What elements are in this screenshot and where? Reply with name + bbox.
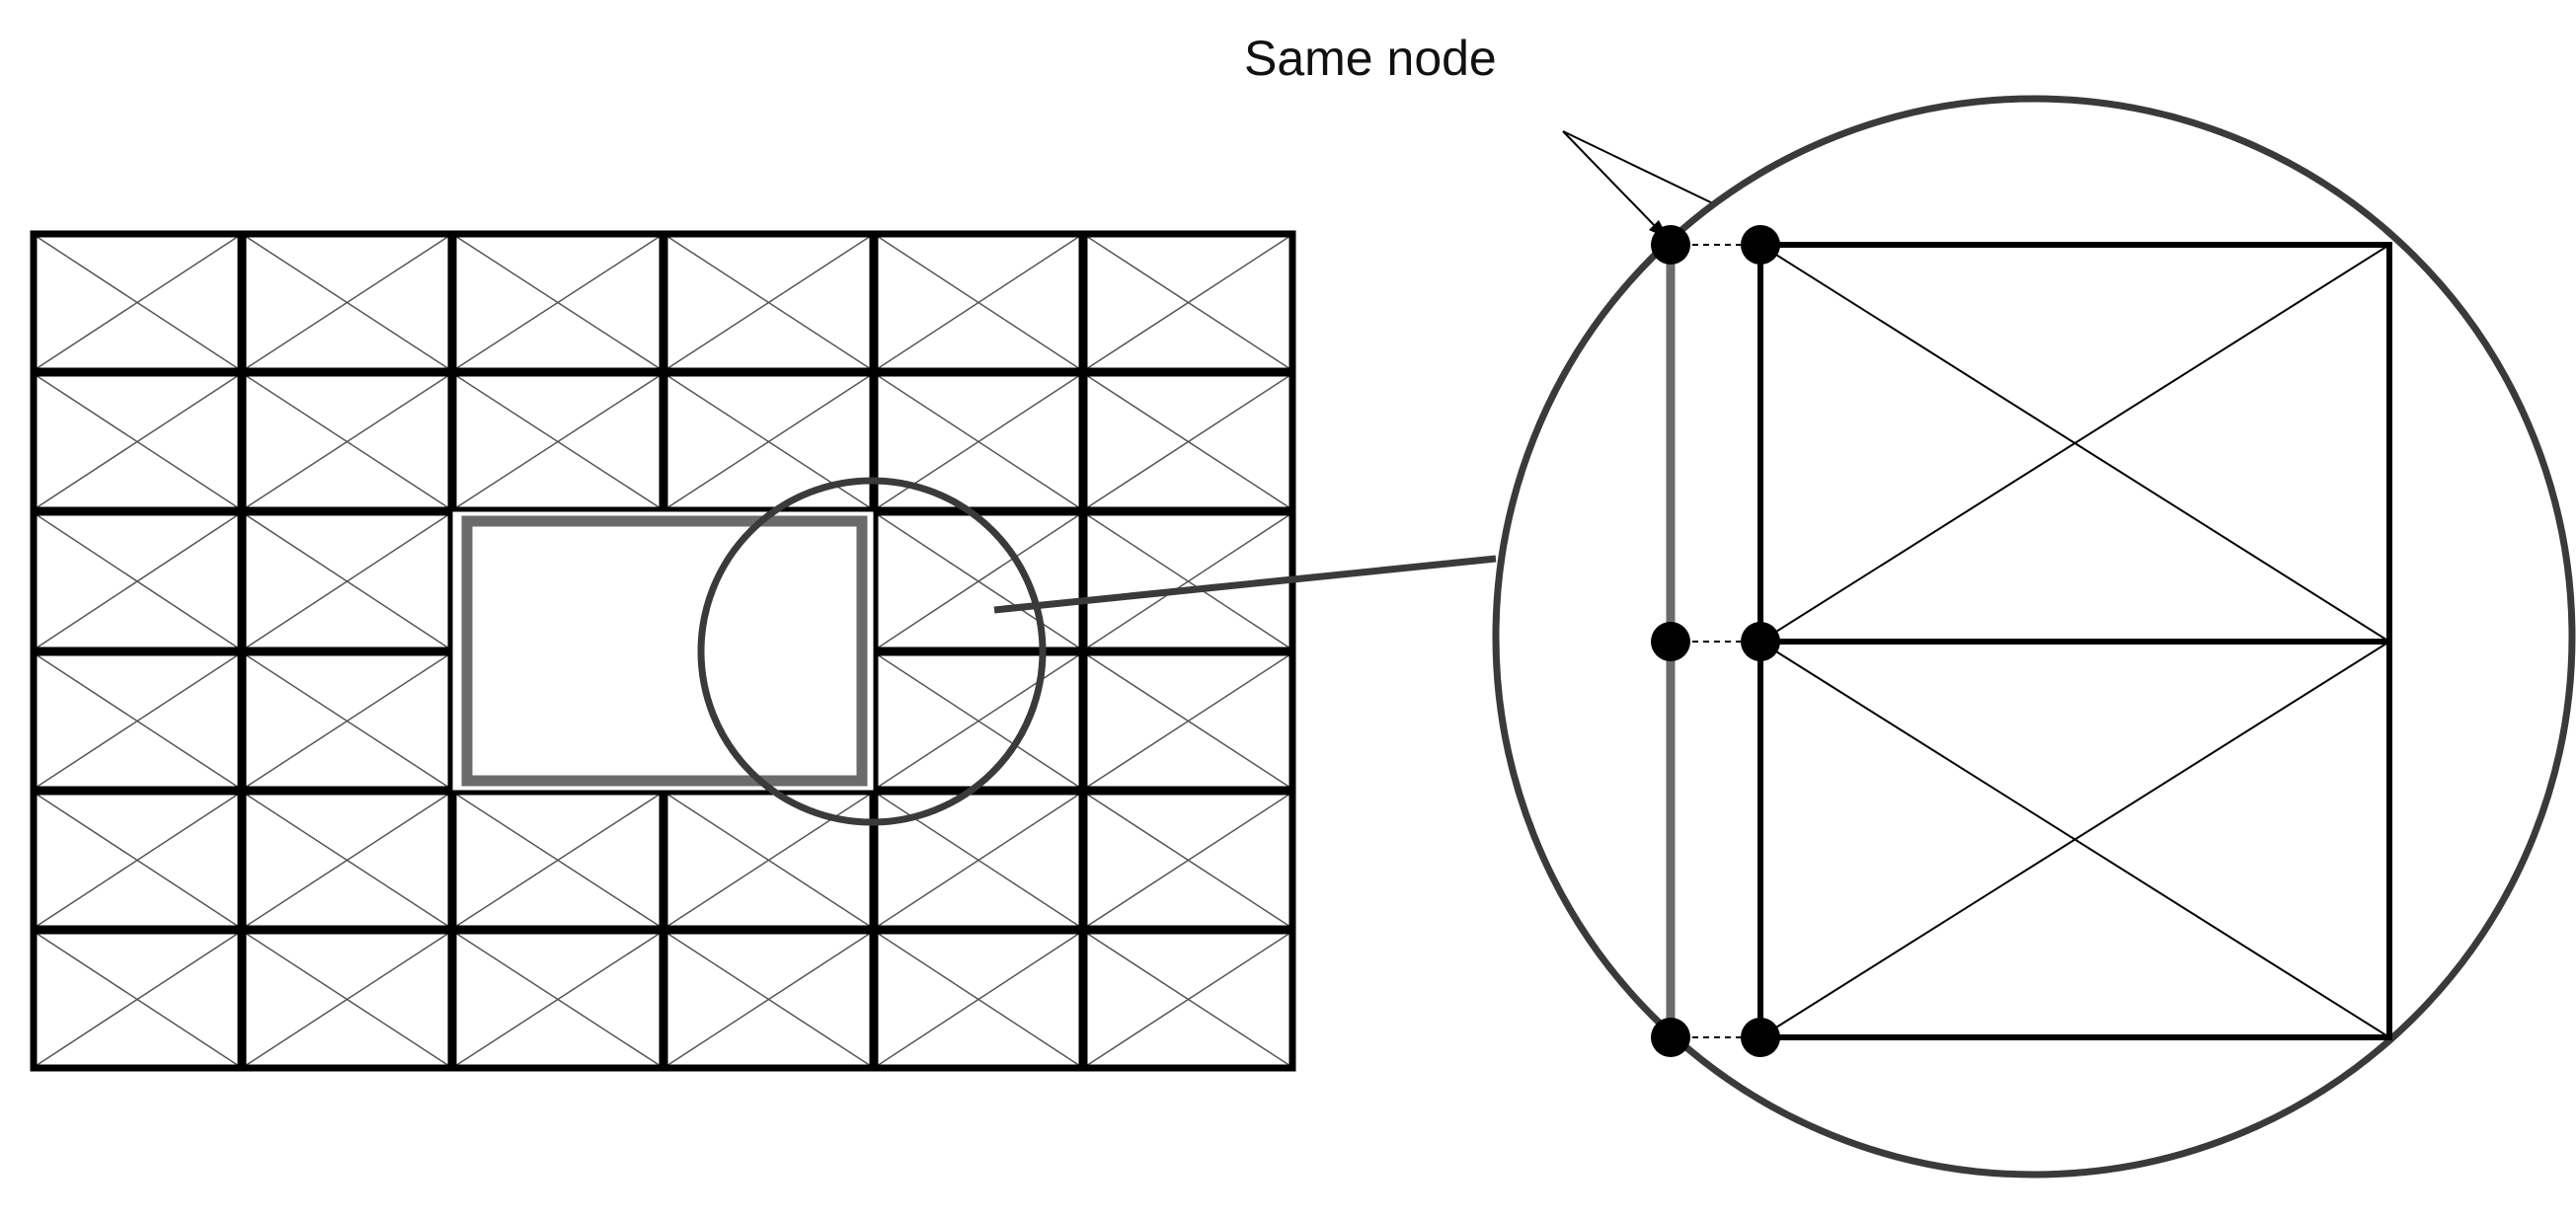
element-diagonal [244,932,450,1067]
element-diagonal [665,235,872,370]
element-diagonal [244,793,450,928]
element-diagonal [454,932,662,1067]
mesh-element [241,650,453,792]
element-diagonal [244,513,450,649]
mesh-element [873,510,1084,652]
element-diagonal [876,235,1081,370]
mesh-node [1741,622,1780,661]
element-diagonal [454,793,662,928]
mesh-outer-border [30,230,1296,1072]
element-diagonal [876,513,1081,649]
element-diagonal [35,235,240,370]
element-diagonal [244,374,450,509]
arrow-to-left-node [1562,130,1660,231]
mesh-element [663,371,875,512]
zoom-element-diagonal [1759,641,2390,1038]
element-diagonal [876,793,1081,928]
mesh-element [663,790,875,931]
magnifier-small-circle [697,477,1047,826]
element-diagonal [35,932,240,1067]
element-diagonal [244,235,450,370]
element-diagonal [35,513,240,649]
element-diagonal [876,653,1081,789]
mesh-element [873,790,1084,931]
element-diagonal [1085,374,1291,509]
element-diagonal [1085,653,1291,789]
mesh-element [241,510,453,652]
mesh-element [451,371,664,512]
structured-mesh [30,230,1296,1072]
element-diagonal [454,235,662,370]
mesh-element [873,371,1084,512]
hole-boundary [461,515,868,787]
element-diagonal [1085,513,1291,649]
element-diagonal [454,374,662,509]
zoom-element-diagonal [1759,244,2390,643]
element-diagonal [35,793,240,928]
element-diagonal [1085,932,1291,1067]
mesh-node [1741,1018,1780,1057]
element-diagonal [35,374,240,509]
zoom-detail [1651,225,2392,1057]
element-diagonal [1085,235,1291,370]
magnifier-connector-line [993,555,1497,614]
zoom-element [1757,639,2392,1040]
element-diagonal [35,653,240,789]
mesh-node [1741,225,1780,265]
element-diagonal [1085,793,1291,928]
mesh-element [451,790,664,931]
hole-node [1651,225,1690,265]
element-diagonal [876,932,1081,1067]
element-diagonal [244,653,450,789]
same-node-label: Same node [1244,31,1497,86]
element-diagonal [665,932,872,1067]
zoom-circle [1492,95,2576,1179]
element-diagonal [665,374,872,509]
mesh-element [241,790,453,931]
mesh-element [241,371,453,512]
hole-node [1651,1018,1690,1057]
hole-node [1651,622,1690,661]
